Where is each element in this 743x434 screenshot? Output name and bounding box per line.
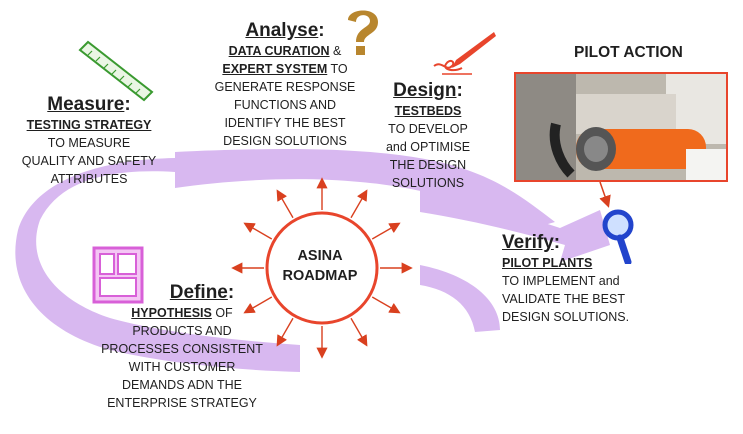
radiating-arrow (276, 189, 294, 219)
swoosh-left-loop (15, 158, 300, 372)
layout-grid-icon (92, 246, 144, 304)
design-block: Design: TESTBEDS TO DEVELOP and OPTIMISE… (378, 80, 478, 192)
define-title: Define (169, 282, 228, 303)
radiating-arrows (231, 177, 413, 359)
radiating-arrow (350, 189, 368, 219)
center-line-2: ROADMAP (282, 268, 358, 284)
analyse-title: Analyse (245, 20, 319, 41)
analyse-expert-system: EXPERT SYSTEM (222, 62, 328, 76)
radiating-arrow (276, 317, 294, 347)
define-block: Define: HYPOTHESIS OF PRODUCTS AND PROCE… (101, 282, 263, 410)
roadmap-ring (265, 211, 379, 325)
center-line-1: ASINA (297, 248, 343, 264)
verify-pilot-plants: PILOT PLANTS (502, 256, 593, 270)
ruler-icon (78, 40, 154, 102)
verify-title: Verify (502, 232, 554, 253)
magnifier-icon (602, 209, 634, 264)
pen-writing-icon (433, 32, 496, 75)
radiating-arrow (243, 296, 273, 314)
swoosh-top-band (175, 149, 555, 232)
measure-title: Measure (47, 94, 125, 115)
define-hypothesis: HYPOTHESIS (131, 306, 212, 320)
design-testbeds: TESTBEDS (394, 104, 462, 118)
analyse-data-curation: DATA CURATION (228, 44, 330, 58)
measure-testing-strategy: TESTING STRATEGY (26, 118, 152, 132)
design-title: Design (393, 80, 457, 101)
swoosh-bottom-right (420, 265, 500, 332)
verify-block: Verify: PILOT PLANTS TO IMPLEMENT and VA… (502, 232, 662, 326)
radiating-arrow (350, 317, 368, 347)
radiating-arrow (243, 222, 273, 240)
photo-to-verify-arrow (599, 181, 611, 208)
pilot-action-photo (514, 72, 728, 182)
radiating-arrow (371, 296, 401, 314)
swoosh-right-arrow (420, 190, 610, 262)
radiating-arrow (371, 222, 401, 240)
analyse-block: Analyse: DATA CURATION & EXPERT SYSTEM T… (214, 20, 356, 148)
question-mark-icon (348, 10, 378, 55)
roadmap-center-label: ASINA ROADMAP (264, 246, 376, 286)
pilot-action-title: PILOT ACTION (574, 44, 683, 61)
measure-block: Measure: TESTING STRATEGY TO MEASURE QUA… (14, 94, 164, 188)
